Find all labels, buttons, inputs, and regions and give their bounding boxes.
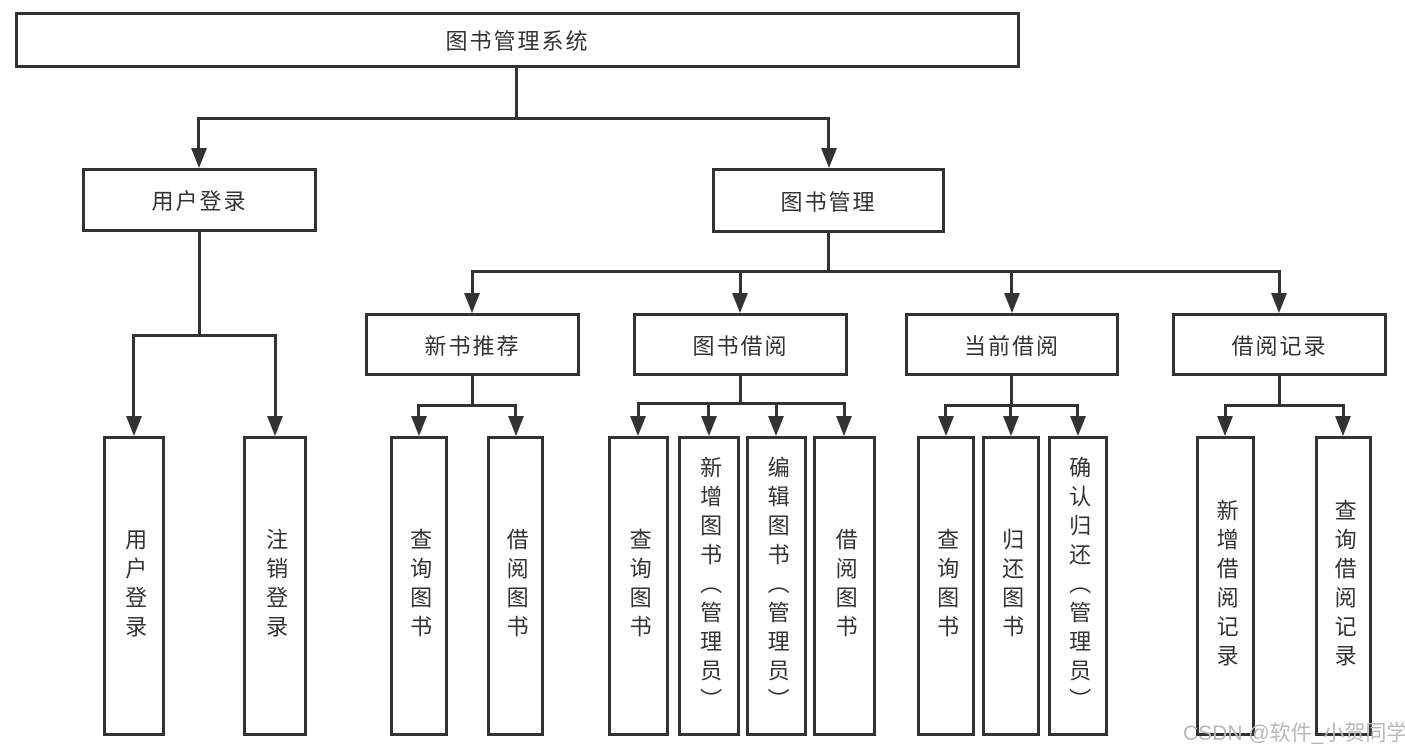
- connector-line: [1224, 404, 1227, 418]
- node-new-book-recommend: 新书推荐: [365, 313, 580, 376]
- arrow-down-icon: [768, 416, 784, 436]
- leaf-query-book-current: 查询图书: [917, 436, 975, 736]
- arrow-down-icon: [508, 416, 524, 436]
- arrow-down-icon: [1004, 293, 1020, 313]
- connector-line: [198, 232, 201, 336]
- node-label: 图书管理: [780, 189, 877, 215]
- connector-line: [471, 270, 1281, 273]
- leaf-label: 查询图书: [407, 528, 433, 644]
- connector-line: [739, 270, 742, 295]
- connector-line: [1278, 376, 1281, 407]
- node-current-borrow: 当前借阅: [905, 313, 1119, 376]
- node-borrow-record: 借阅记录: [1172, 313, 1387, 376]
- arrow-down-icon: [732, 293, 748, 313]
- connector-line: [775, 402, 778, 418]
- arrow-down-icon: [267, 416, 283, 436]
- leaf-label: 查询借阅记录: [1331, 499, 1357, 673]
- leaf-query-borrow-record: 查询借阅记录: [1315, 436, 1372, 736]
- leaf-logout-login: 注销登录: [243, 436, 307, 736]
- leaf-label: 借阅图书: [832, 528, 858, 644]
- connector-line: [132, 334, 277, 337]
- leaf-label: 确认归还（管理员）: [1066, 455, 1092, 717]
- leaf-label: 新增图书（管理员）: [697, 455, 723, 717]
- arrow-down-icon: [1070, 416, 1086, 436]
- node-user-login: 用户登录: [82, 168, 317, 232]
- connector-line: [514, 404, 517, 418]
- node-label: 用户登录: [151, 189, 248, 214]
- arrow-down-icon: [1003, 416, 1019, 436]
- connector-line: [471, 376, 474, 407]
- node-label: 借阅记录: [1231, 333, 1328, 359]
- node-label: 新书推荐: [424, 333, 521, 359]
- connector-line: [1009, 404, 1012, 418]
- arrow-down-icon: [411, 416, 427, 436]
- node-root-library-system: 图书管理系统: [15, 12, 1020, 68]
- leaf-label: 编辑图书（管理员）: [764, 455, 790, 717]
- arrow-down-icon: [1217, 416, 1233, 436]
- leaf-label: 用户登录: [122, 528, 148, 644]
- leaf-label: 借阅图书: [503, 528, 529, 644]
- connector-line: [1342, 404, 1345, 418]
- leaf-label: 归还图书: [999, 528, 1025, 644]
- connector-line: [274, 334, 277, 418]
- leaf-confirm-return-admin: 确认归还（管理员）: [1048, 436, 1108, 736]
- connector-line: [739, 376, 742, 405]
- leaf-query-book-recommend: 查询图书: [390, 436, 448, 736]
- arrow-down-icon: [938, 416, 954, 436]
- leaf-query-book-borrow: 查询图书: [608, 436, 669, 736]
- leaf-edit-book-admin: 编辑图书（管理员）: [746, 436, 807, 736]
- connector-line: [707, 402, 710, 418]
- leaf-label: 注销登录: [263, 528, 289, 644]
- arrow-down-icon: [191, 148, 207, 168]
- node-book-borrow: 图书借阅: [633, 313, 848, 376]
- arrow-down-icon: [821, 148, 837, 168]
- connector-line: [1278, 270, 1281, 295]
- connector-line: [827, 233, 830, 273]
- leaf-label: 查询图书: [934, 528, 960, 644]
- connector-line: [417, 404, 420, 418]
- arrow-down-icon: [1271, 293, 1287, 313]
- connector-line: [637, 402, 640, 418]
- node-label: 当前借阅: [963, 333, 1060, 359]
- leaf-add-borrow-record: 新增借阅记录: [1196, 436, 1255, 736]
- leaf-label: 新增借阅记录: [1213, 499, 1239, 673]
- connector-line: [471, 270, 474, 295]
- arrow-down-icon: [630, 416, 646, 436]
- leaf-borrow-book: 借阅图书: [813, 436, 876, 736]
- arrow-down-icon: [836, 416, 852, 436]
- arrow-down-icon: [701, 416, 717, 436]
- connector-line: [1224, 404, 1345, 407]
- leaf-add-book-admin: 新增图书（管理员）: [678, 436, 740, 736]
- connector-line: [132, 334, 135, 418]
- connector-line: [827, 117, 830, 149]
- connector-line: [944, 404, 947, 418]
- node-label: 图书借阅: [692, 333, 789, 359]
- connector-line: [1010, 270, 1013, 295]
- connector-line: [515, 68, 518, 118]
- connector-line: [1010, 376, 1013, 407]
- arrow-down-icon: [464, 293, 480, 313]
- connector-line: [197, 117, 830, 120]
- arrow-down-icon: [1335, 416, 1351, 436]
- node-book-management: 图书管理: [712, 168, 945, 233]
- watermark: CSDN @软件_小贺同学: [1183, 722, 1405, 745]
- leaf-label: 查询图书: [626, 528, 652, 644]
- leaf-borrow-book-recommend: 借阅图书: [487, 436, 544, 736]
- arrow-down-icon: [126, 416, 142, 436]
- connector-line: [1076, 404, 1079, 418]
- connector-line: [417, 404, 517, 407]
- leaf-user-login: 用户登录: [103, 436, 165, 736]
- connector-line: [843, 402, 846, 418]
- node-label: 图书管理系统: [445, 29, 590, 54]
- connector-line: [637, 402, 846, 405]
- connector-line: [197, 117, 200, 149]
- leaf-return-book: 归还图书: [982, 436, 1040, 736]
